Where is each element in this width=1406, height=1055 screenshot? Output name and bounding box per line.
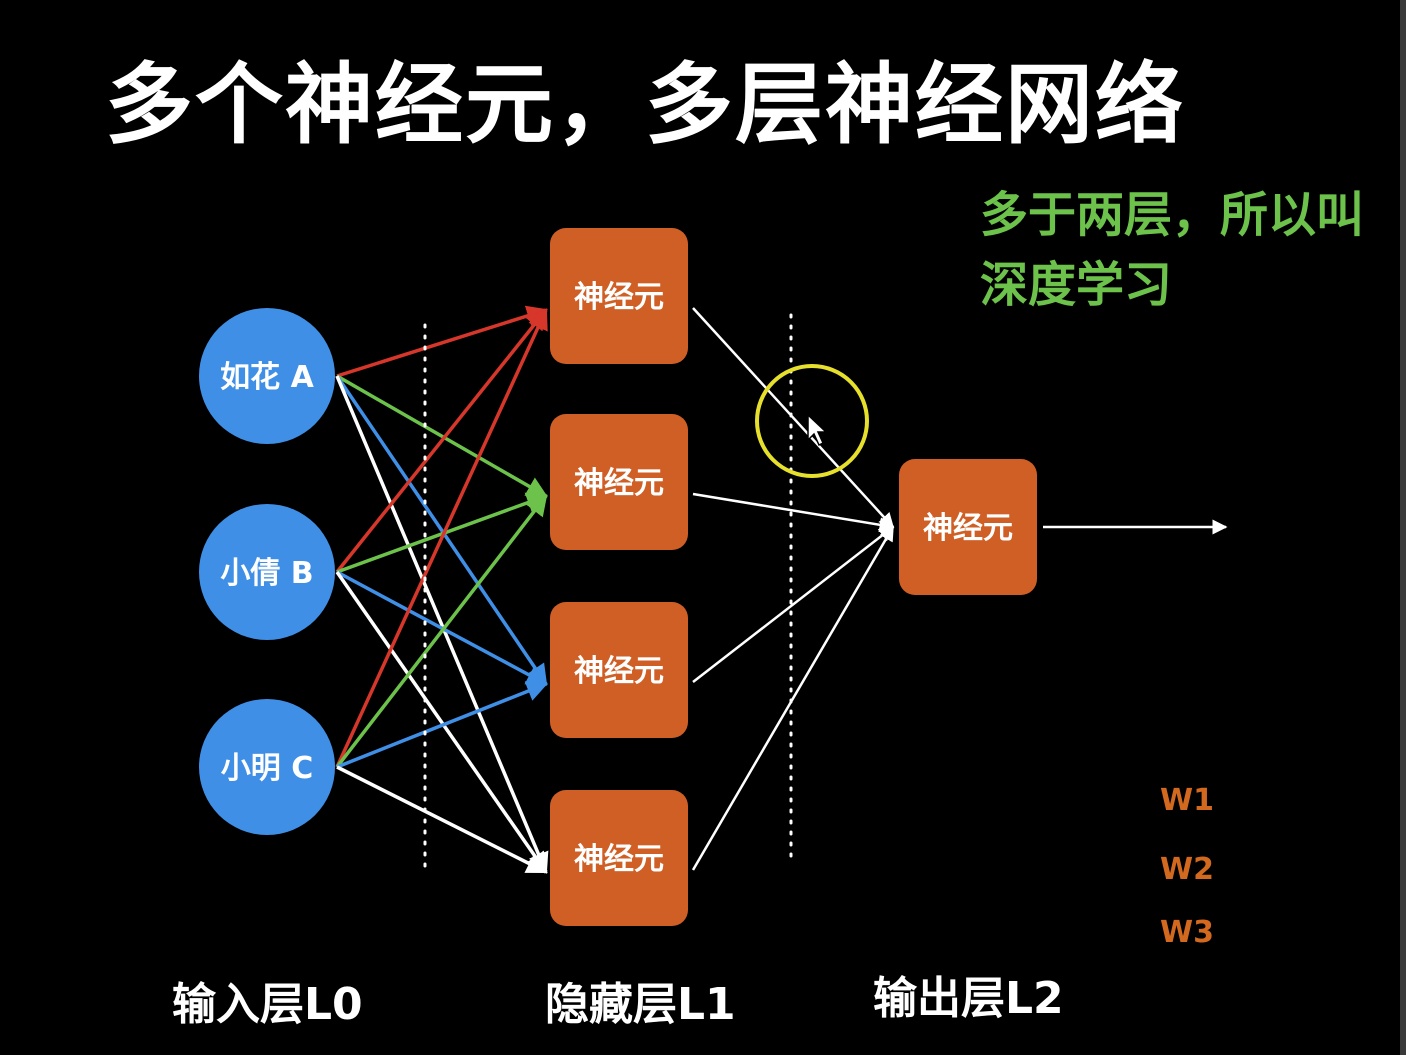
- slide-title: 多个神经元，多层神经网络: [105, 53, 1186, 156]
- input-node-label: 如花 A: [220, 360, 314, 395]
- weight-label-w1: W1: [1160, 783, 1214, 818]
- hidden-neuron-label: 神经元: [574, 654, 664, 689]
- hidden-neuron: [550, 602, 688, 738]
- hidden-neuron: [550, 228, 688, 364]
- hidden-neuron-label: 神经元: [574, 280, 664, 315]
- edge-green: [336, 492, 548, 574]
- edge-white: [335, 375, 549, 874]
- hidden-neuron: [550, 414, 688, 550]
- input-node-label: 小明 C: [221, 751, 313, 786]
- edge-blue: [335, 375, 548, 686]
- hidden-layer-label: 隐藏层L1: [545, 979, 736, 1030]
- cursor-highlight-ring: [755, 364, 869, 478]
- edge-green: [336, 374, 548, 498]
- edge-green: [335, 494, 548, 769]
- input-node: [199, 699, 335, 835]
- edge-white: [692, 526, 895, 683]
- edge-blue: [336, 570, 548, 686]
- output-layer-label: 输出层L2: [873, 973, 1064, 1024]
- edge-red: [335, 308, 548, 768]
- input-node: [199, 308, 335, 444]
- weight-label-w3: W3: [1160, 915, 1214, 950]
- weight-label-w2: W2: [1160, 852, 1214, 887]
- input-node: [199, 504, 335, 640]
- edge-white: [692, 492, 895, 533]
- input-node-label: 小倩 B: [220, 556, 313, 591]
- hidden-neuron-label: 神经元: [574, 466, 664, 501]
- deep-learning-note: 多于两层，所以叫深度学习: [980, 187, 1365, 313]
- edge-red: [335, 308, 548, 574]
- window-edge: [1400, 0, 1406, 1055]
- edge-red: [336, 305, 549, 378]
- output-neuron-label: 神经元: [923, 511, 1013, 546]
- edge-white: [336, 765, 548, 874]
- hidden-neuron: [550, 790, 688, 926]
- mouse-pointer-icon: [807, 413, 828, 447]
- hidden-neuron-label: 神经元: [574, 842, 664, 877]
- edge-white: [335, 570, 548, 874]
- edge-white: [692, 307, 895, 529]
- input-layer-label: 输入层L0: [172, 979, 363, 1030]
- output-neuron: [899, 459, 1037, 595]
- edge-blue: [336, 681, 548, 769]
- edge-white: [691, 525, 895, 871]
